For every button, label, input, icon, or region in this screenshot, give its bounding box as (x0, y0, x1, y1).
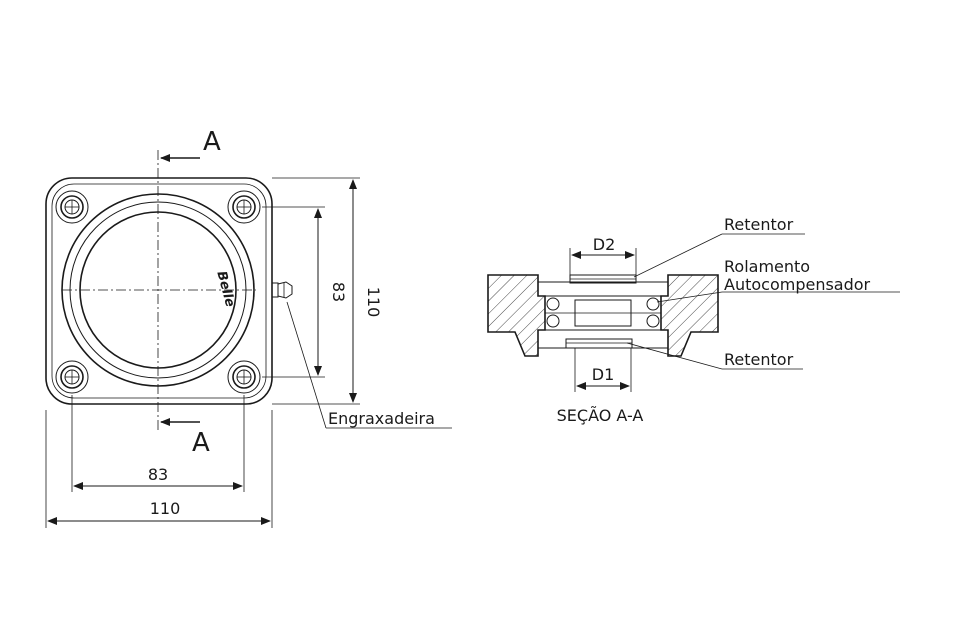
bearing-section (544, 295, 662, 331)
dimension-width-110-text: 110 (150, 499, 181, 518)
bolt-bottom-right (227, 360, 261, 394)
dimension-d1: D1 (574, 348, 632, 392)
callout-grease-fitting: Engraxadeira (286, 301, 452, 429)
section-letter-bottom: A (192, 428, 210, 458)
dimension-d2-text: D2 (593, 235, 616, 254)
callout-bearing: Rolamento Autocompensador (656, 257, 900, 303)
dimension-height-83-text: 83 (329, 282, 348, 302)
bolt-top-left (55, 190, 89, 224)
dimension-width-83: 83 (71, 395, 245, 492)
section-view: D2 D1 Retentor Rolamento Autocompensador… (487, 215, 900, 425)
seal-top (569, 274, 637, 284)
callout-bearing-line2: Autocompensador (724, 275, 871, 294)
section-title: SEÇÃO A-A (557, 406, 644, 425)
dimension-height-110: 110 (272, 177, 383, 405)
flange-inner-outline (51, 183, 267, 399)
bolt-top-right (227, 190, 261, 224)
section-marker-bottom: A (160, 418, 210, 458)
callout-bearing-line1: Rolamento (724, 257, 810, 276)
callout-seal-top-text: Retentor (724, 215, 794, 234)
dimension-width-83-text: 83 (148, 465, 168, 484)
brand-mark: Belle (213, 270, 237, 309)
callout-seal-top: Retentor (633, 215, 805, 278)
front-view: Belle A A 83 110 (45, 127, 452, 528)
dimension-height-110-text: 110 (364, 287, 383, 318)
housing-section-right (660, 274, 719, 357)
callout-seal-bottom-text: Retentor (724, 350, 794, 369)
callout-grease-fitting-text: Engraxadeira (328, 409, 435, 428)
dimension-d1-text: D1 (592, 365, 615, 384)
section-letter-top: A (203, 127, 221, 157)
bolt-bottom-left (55, 360, 89, 394)
dimension-height-83: 83 (262, 206, 348, 378)
dimension-d2: D2 (569, 235, 637, 275)
section-marker-top: A (160, 127, 221, 162)
housing-section-left (487, 274, 546, 357)
dimension-width-110: 110 (45, 410, 273, 528)
seal-bottom (565, 338, 633, 349)
callout-seal-bottom: Retentor (626, 342, 803, 370)
grease-fitting (271, 281, 293, 299)
